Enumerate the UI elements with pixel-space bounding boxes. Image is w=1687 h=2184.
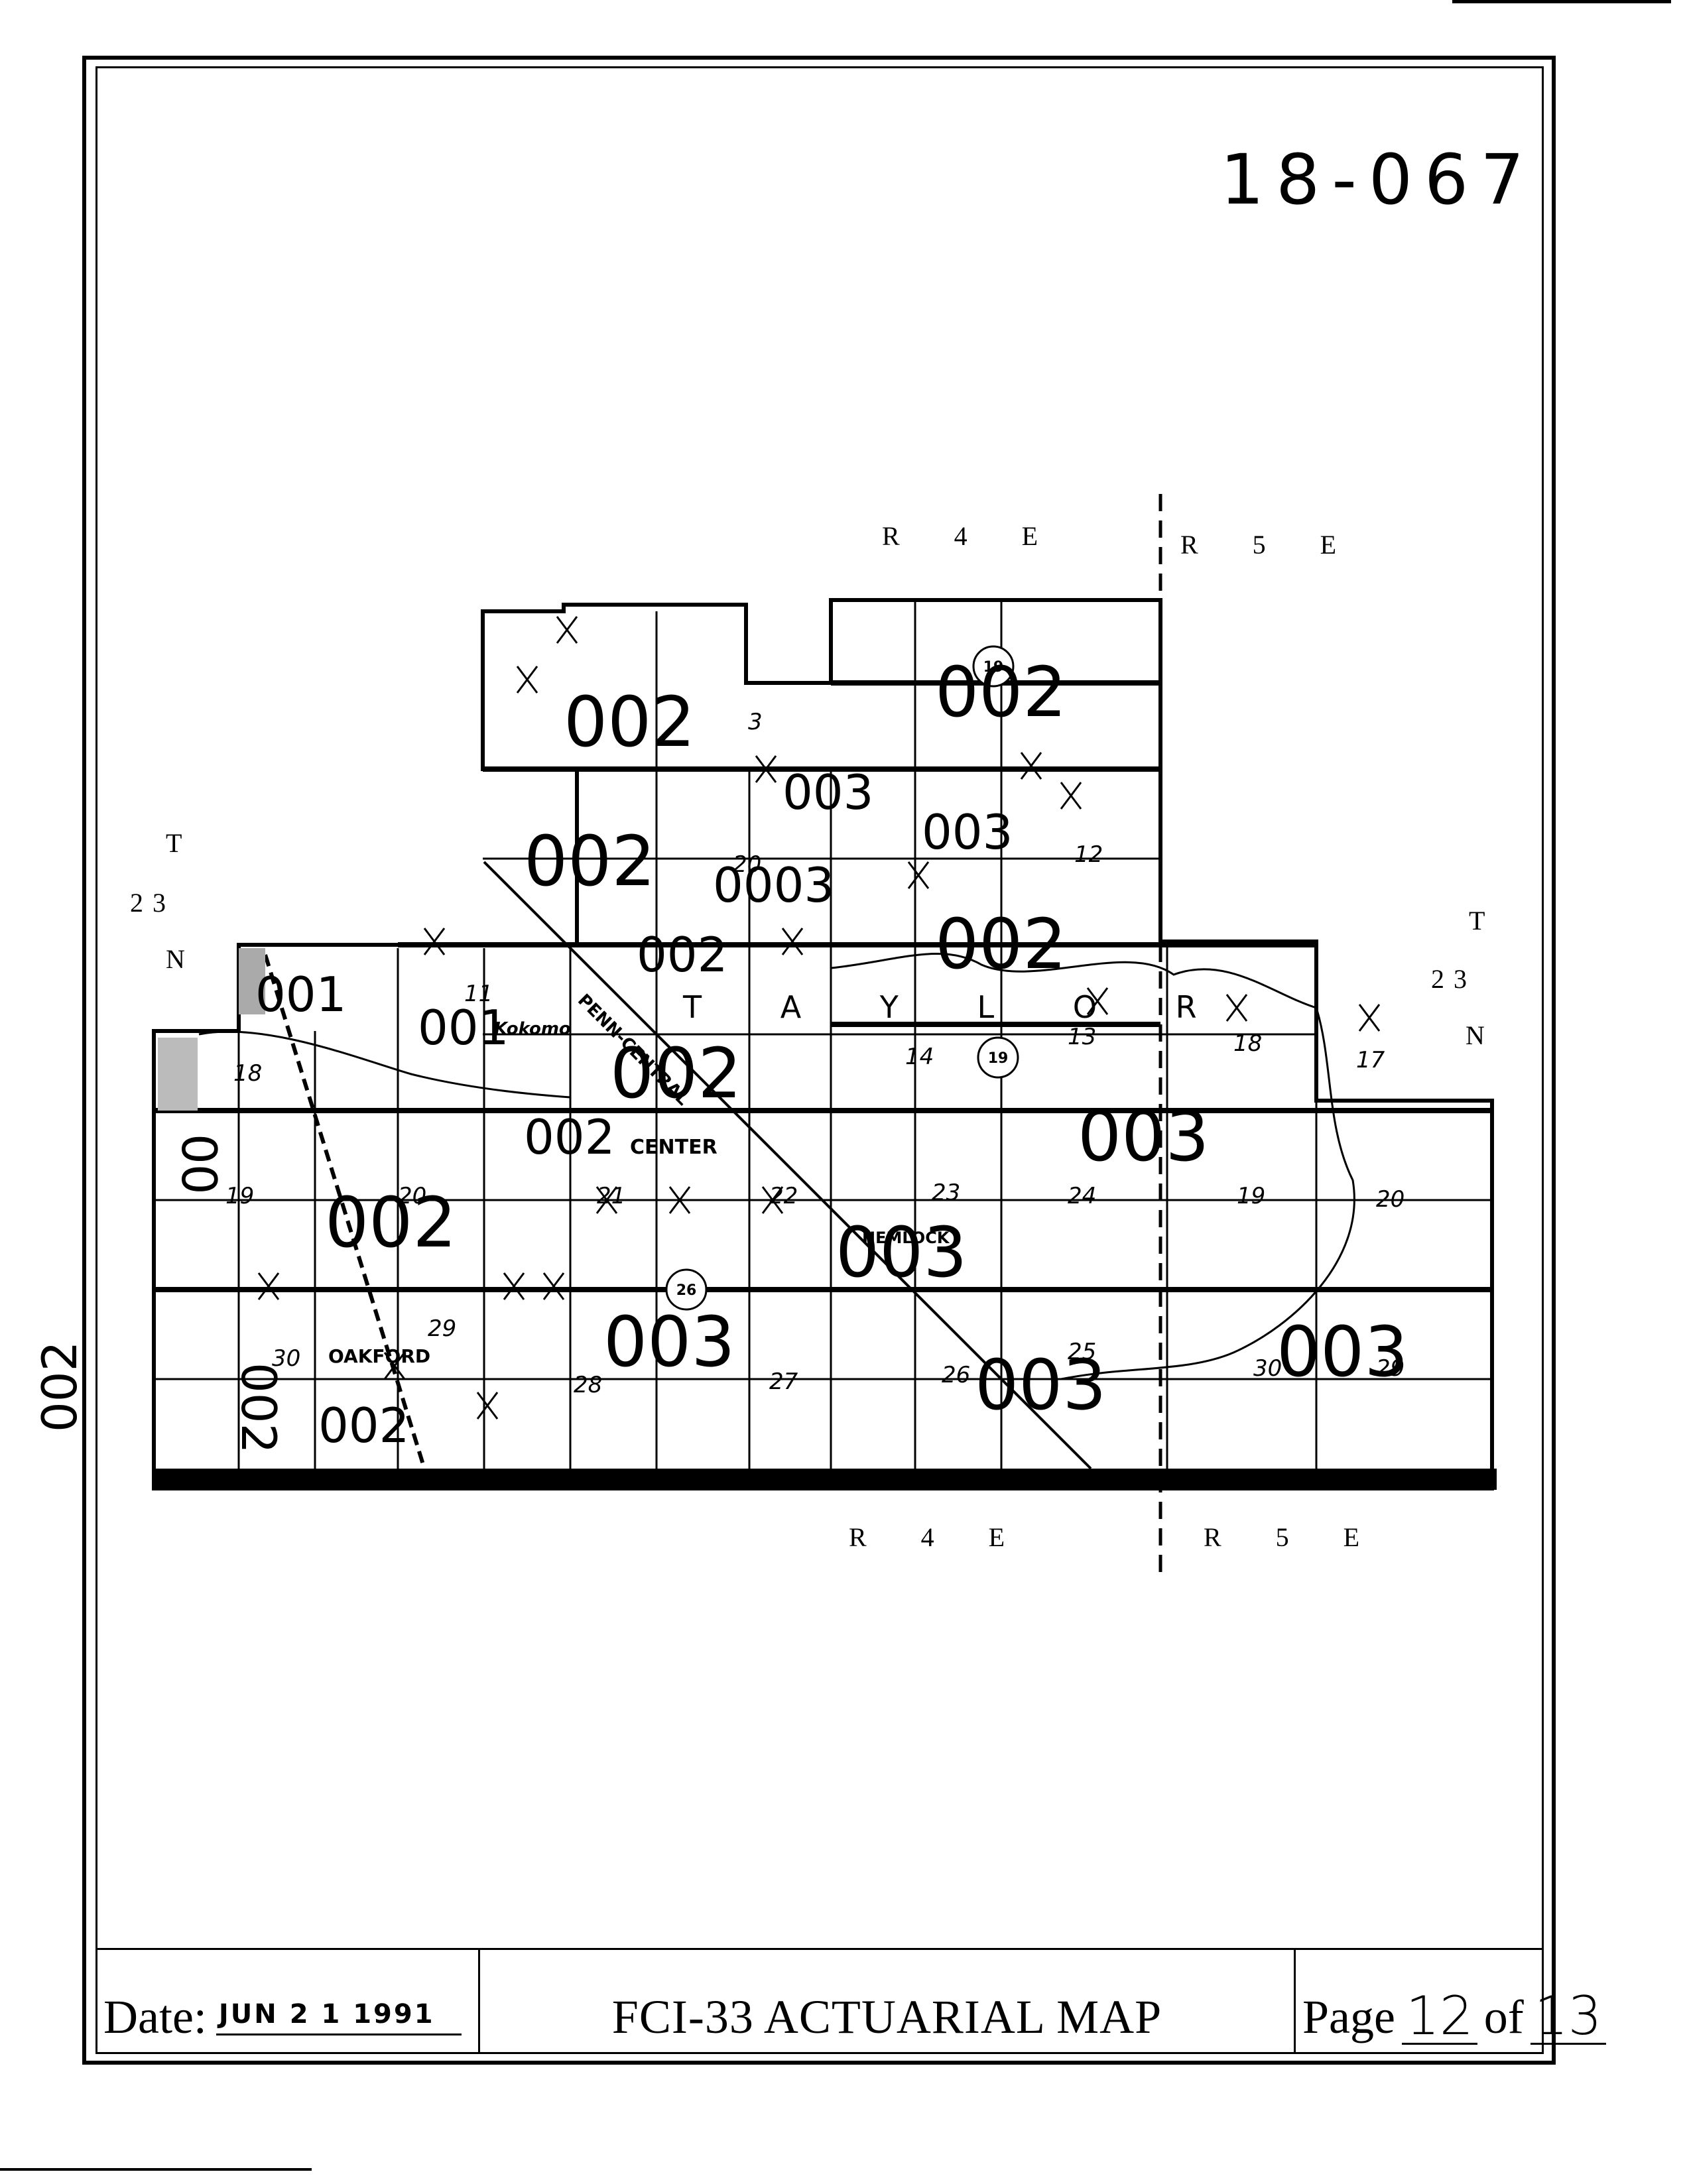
zone-code: 003 <box>603 1302 735 1382</box>
section-number: 29 <box>428 1315 456 1342</box>
page-border-inner <box>95 66 1544 2054</box>
date-stamp: JUN 2 1 1991 <box>216 1999 462 2035</box>
date-label: Date: <box>103 1990 207 2043</box>
railroad-line <box>483 861 1092 1470</box>
township-right-t: T <box>1469 906 1494 936</box>
river-line <box>830 953 1355 1380</box>
zone-code: 001 <box>255 967 346 1022</box>
section-number: 3 <box>748 709 763 735</box>
highway-shields <box>665 645 1019 1311</box>
range-label-r4e-top: R 4 E <box>882 521 1062 551</box>
section-number: 20 <box>398 1183 426 1209</box>
range-label-r5e-bottom: R 5 E <box>1204 1522 1383 1552</box>
section-number: 29 <box>1376 1355 1405 1382</box>
place-hemlock: HEMLOCK <box>862 1229 950 1247</box>
zone-code: 002 <box>524 821 656 902</box>
township-name: T A Y L O R <box>682 989 1231 1025</box>
section-number: 23 <box>932 1180 960 1206</box>
section-number: 24 <box>1068 1183 1096 1209</box>
page-of-label: of <box>1483 1990 1524 2043</box>
section-number: 20 <box>733 851 761 878</box>
zone-code-rotated: 002 <box>231 1363 286 1453</box>
footer-title-cell: FCI-33 ACTUARIAL MAP <box>480 1950 1296 2054</box>
range-label-r4e-bottom: R 4 E <box>849 1522 1029 1552</box>
shield-19-north: 19 <box>983 659 1004 676</box>
section-number: 30 <box>272 1345 300 1372</box>
page-label: Page <box>1302 1990 1395 2043</box>
zone-code: 003 <box>975 1345 1107 1426</box>
page-border-outer <box>82 56 1556 2065</box>
footer-date-cell: Date: JUN 2 1 1991 <box>95 1950 480 2054</box>
zone-code: 002 <box>524 1109 615 1165</box>
zone-code: 001 <box>418 1000 509 1056</box>
township-right-23: 23 <box>1431 964 1476 994</box>
section-lines <box>154 680 1492 1292</box>
creek-line <box>198 1030 571 1099</box>
scan-edge-mark <box>0 2168 312 2171</box>
section-number: 26 <box>942 1362 970 1388</box>
zone-code: 0003 <box>713 857 834 913</box>
township-left-t: T <box>166 828 191 858</box>
zone-code: 002 <box>637 927 727 983</box>
zone-code: 002 <box>935 904 1067 985</box>
section-number: 13 <box>1068 1024 1096 1050</box>
boundary-x-marks <box>257 616 1381 1420</box>
railroad-line-2 <box>263 954 426 1469</box>
zone-code: 002 <box>318 1398 409 1453</box>
section-number: 25 <box>1068 1339 1096 1365</box>
scan-edge-mark <box>1452 0 1671 3</box>
zone-code: 003 <box>1277 1311 1408 1392</box>
section-number: 19 <box>225 1183 254 1209</box>
zone-code: 002 <box>564 682 696 762</box>
document-number: 18-067 <box>1220 139 1536 220</box>
section-number: 22 <box>769 1183 798 1209</box>
section-number: 28 <box>574 1372 602 1398</box>
section-number: 19 <box>1237 1183 1265 1209</box>
section-number: 20 <box>1376 1186 1405 1213</box>
footer-page-cell: Page 12 of 13 <box>1296 1950 1606 2054</box>
section-number: 18 <box>1233 1030 1262 1057</box>
zone-code-rotated: 002 <box>32 1341 88 1432</box>
zone-code-rotated: 00 <box>171 1134 227 1195</box>
section-lines-thin <box>154 600 1492 1469</box>
section-number: 21 <box>597 1183 625 1209</box>
zone-code: 003 <box>1078 1096 1210 1177</box>
section-number: 12 <box>1074 841 1103 868</box>
footer-bar: Date: JUN 2 1 1991 FCI-33 ACTUARIAL MAP … <box>95 1948 1606 2054</box>
zone-code: 002 <box>610 1033 742 1114</box>
section-number: 18 <box>233 1060 262 1087</box>
stipple-area-2 <box>239 948 265 1014</box>
section-number: 11 <box>464 981 493 1007</box>
page-number: 12 <box>1401 1990 1477 2045</box>
place-center: CENTER <box>630 1136 718 1159</box>
page-total: 13 <box>1530 1990 1606 2045</box>
section-number: 30 <box>1253 1355 1282 1382</box>
township-left-n: N <box>166 944 194 974</box>
township-right-n: N <box>1466 1020 1494 1050</box>
shield-26: 26 <box>676 1282 697 1299</box>
map-title: FCI-33 ACTUARIAL MAP <box>611 1990 1162 2043</box>
stipple-area <box>158 1038 198 1111</box>
section-number: 14 <box>905 1044 934 1070</box>
range-label-r5e-top: R 5 E <box>1180 530 1360 560</box>
map-bottom-band <box>154 1469 1497 1490</box>
zone-code: 003 <box>782 764 873 820</box>
zone-code: 002 <box>325 1182 457 1263</box>
shield-19-center: 19 <box>988 1050 1009 1067</box>
place-oakford: OAKFORD <box>328 1345 430 1367</box>
zone-code: 003 <box>836 1212 968 1293</box>
section-number: 27 <box>769 1368 798 1395</box>
township-left-23: 23 <box>130 888 175 918</box>
section-number: 17 <box>1356 1047 1385 1073</box>
place-kokomo: Kokomo <box>494 1019 571 1039</box>
zone-code: 003 <box>922 804 1013 860</box>
zone-code: 002 <box>935 652 1067 733</box>
